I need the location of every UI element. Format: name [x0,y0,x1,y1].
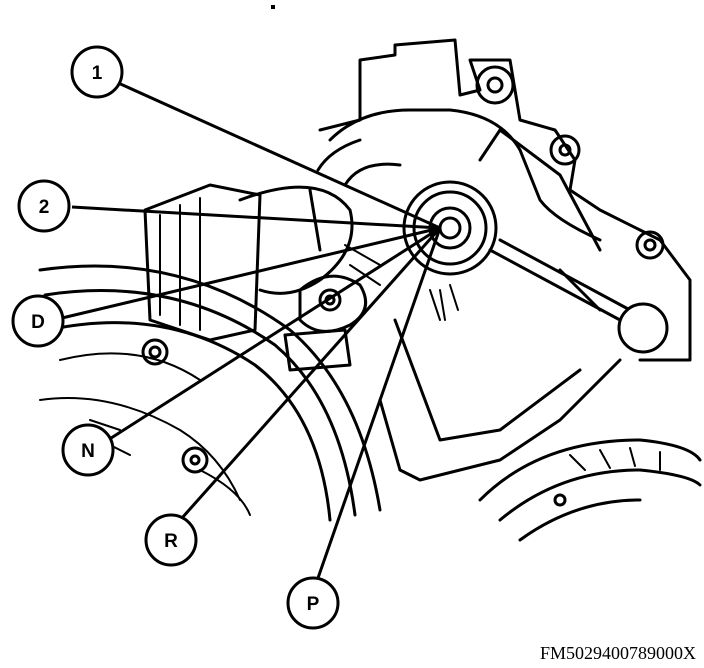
transmission-case-outline [38,264,382,522]
figure-code: FM5029400789000X [539,643,696,663]
gear-fragment [478,438,702,542]
callout-d: D [11,294,65,348]
callout-p-label: P [307,594,320,615]
callout-d-label: D [31,312,45,333]
top-mark [271,5,275,9]
leader-2 [71,205,441,230]
range-sensor-body [308,38,692,482]
callout-2: 2 [17,179,71,233]
callout-n: N [61,423,115,477]
leader-r [180,227,442,519]
leader-n [107,226,441,442]
leader-d [61,226,441,320]
leader-lines [61,80,442,579]
callout-r: R [144,513,198,567]
callout-n-label: N [81,441,95,462]
leader-1 [115,80,441,230]
callout-2-label: 2 [39,197,50,218]
callout-p: P [286,576,340,630]
leader-p [316,227,442,579]
callout-1: 1 [70,45,124,99]
callout-r-label: R [164,531,178,552]
callout-1-label: 1 [92,63,103,84]
